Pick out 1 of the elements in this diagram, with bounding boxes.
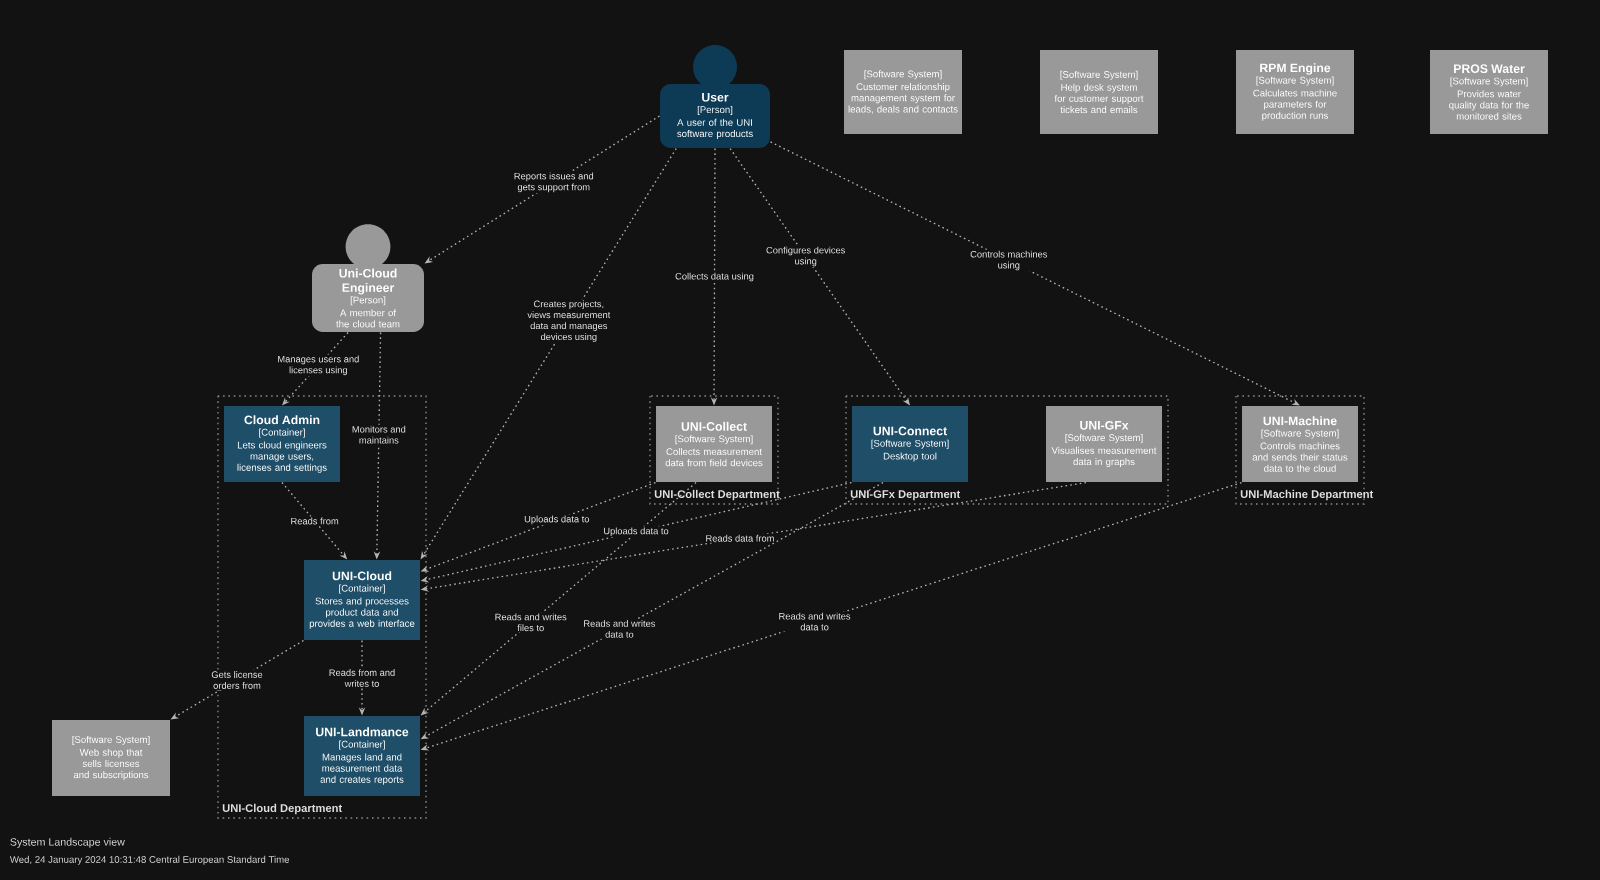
arrow: [769, 141, 1300, 406]
